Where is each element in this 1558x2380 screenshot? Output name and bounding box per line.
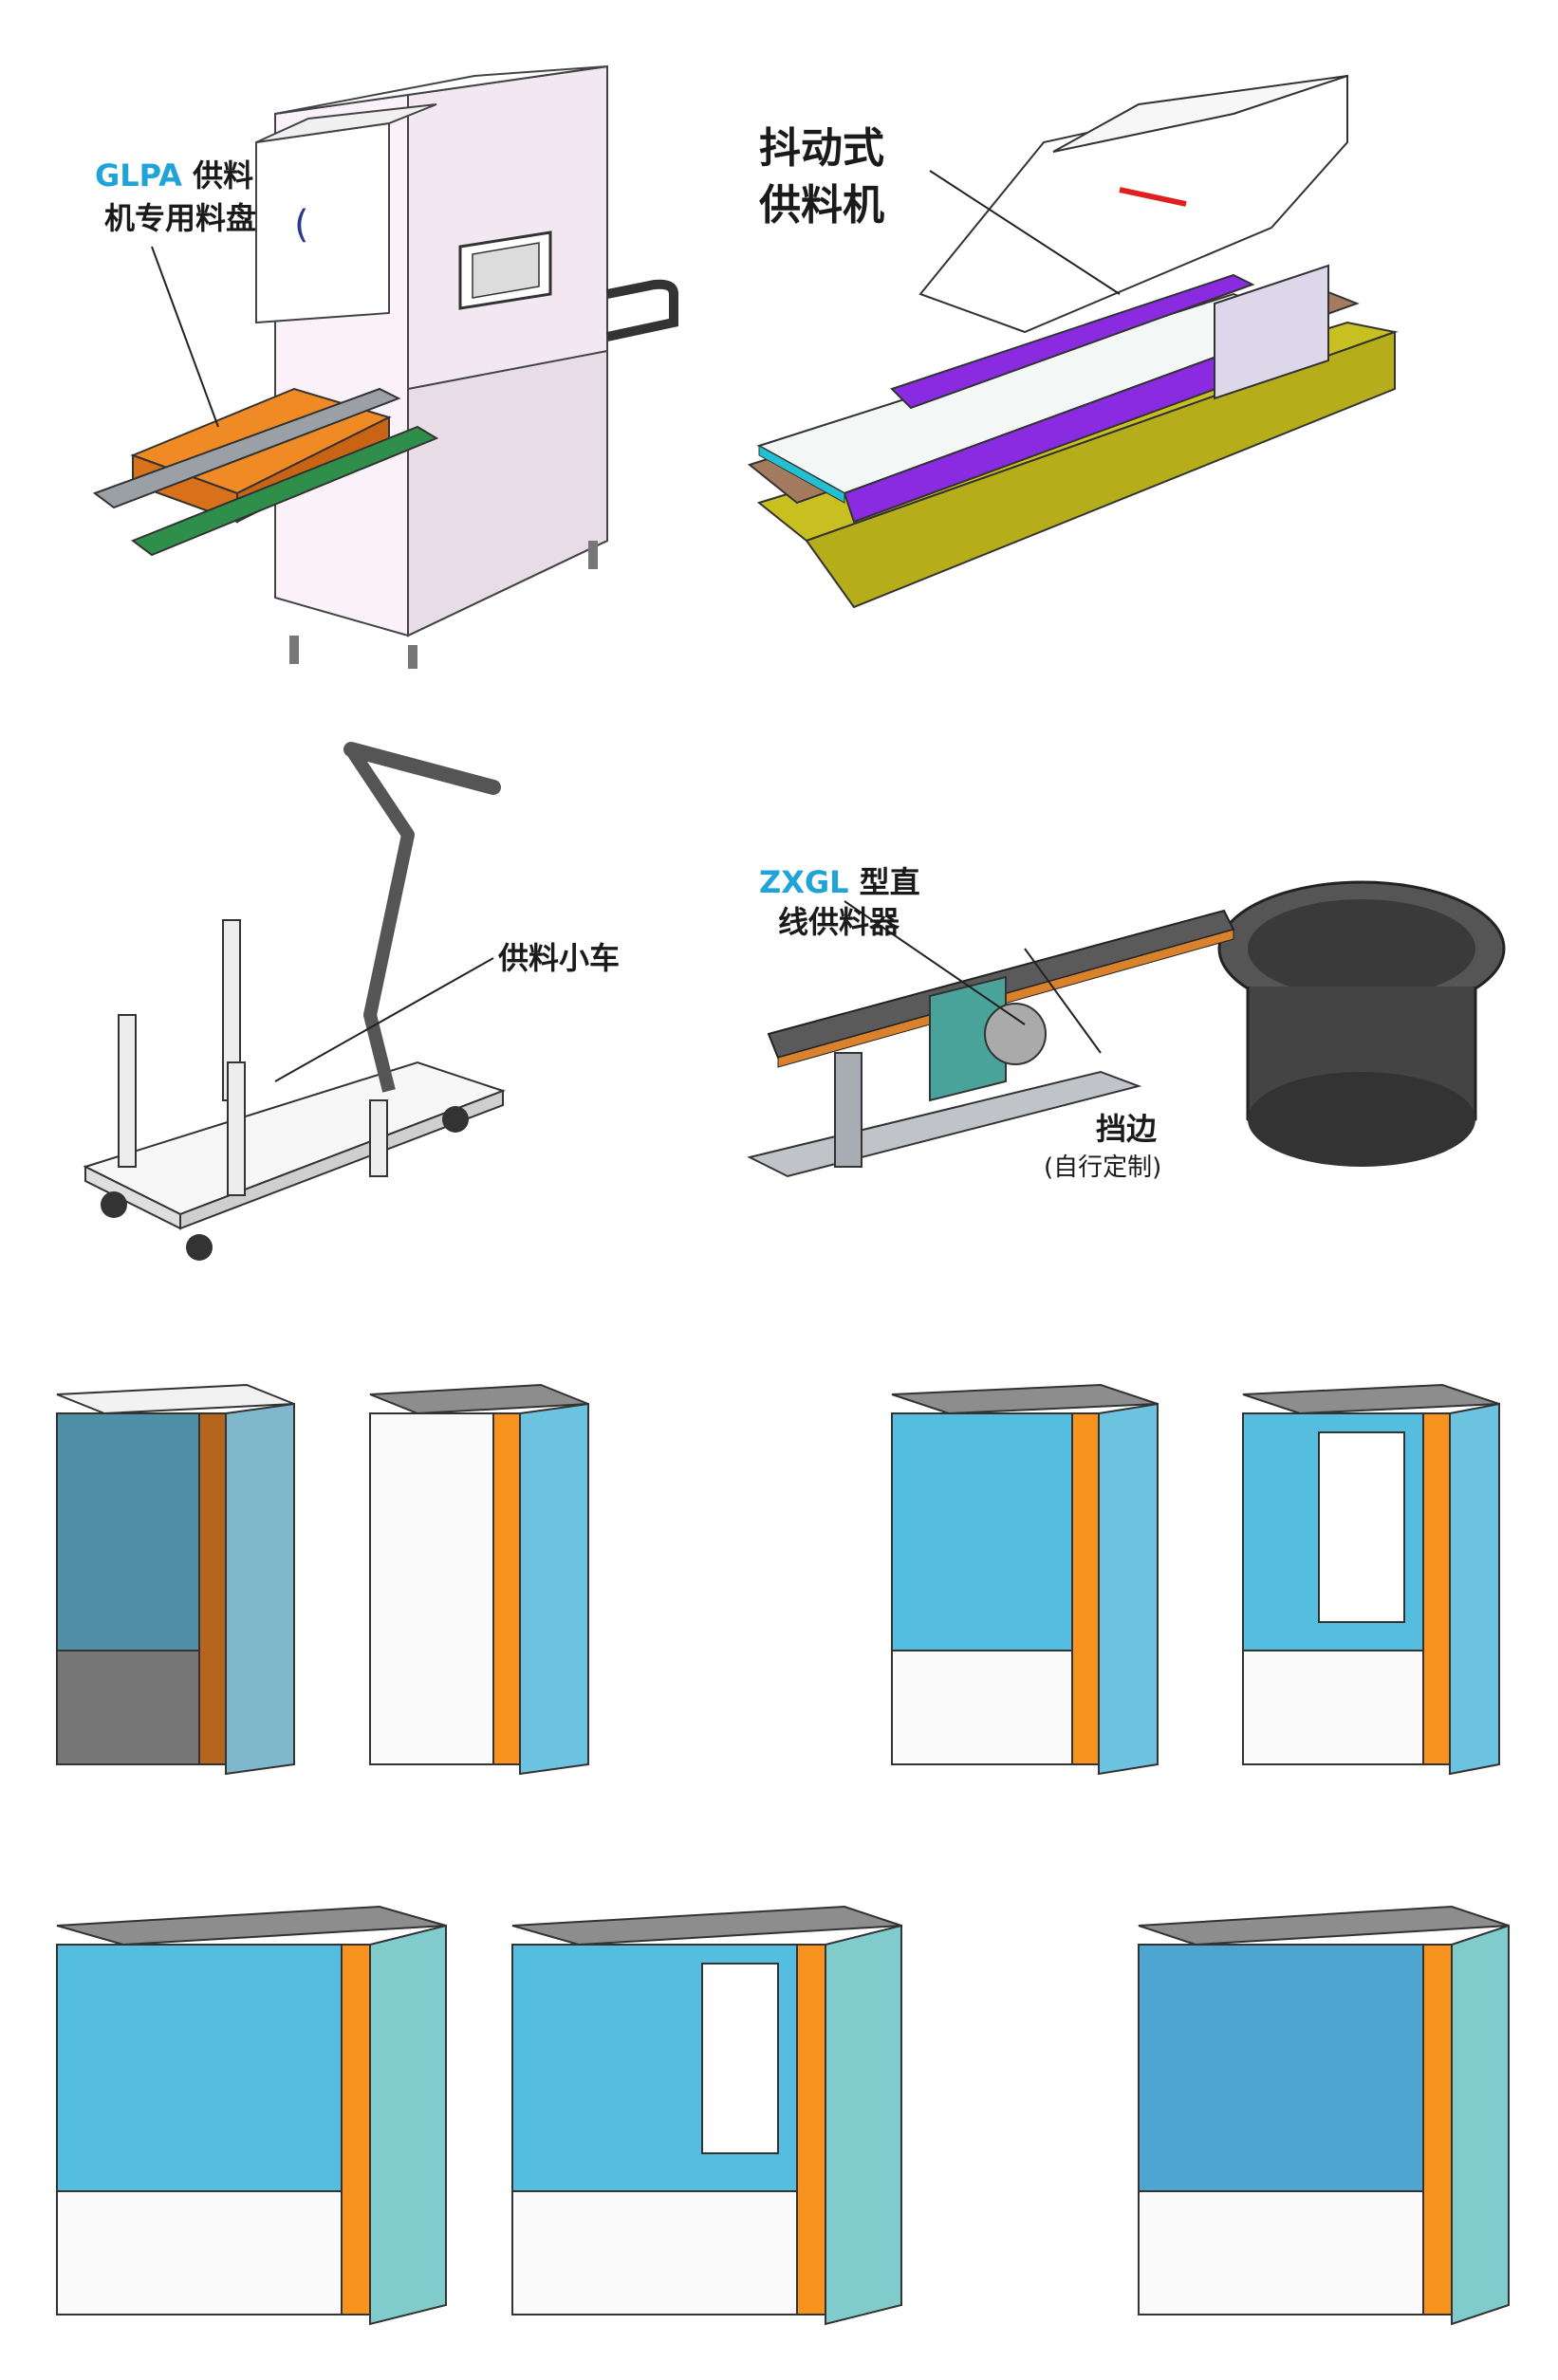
- cart-label: 供料小车: [498, 940, 621, 976]
- zxgl-label-line2: 线供料器: [778, 904, 900, 940]
- vibratory-label-line2: 供料机: [759, 181, 884, 230]
- feed-cart: 供料小车: [66, 730, 655, 1300]
- linear-feeder-icon: [747, 880, 1506, 1178]
- cabinets-row-1: [47, 1366, 1528, 1840]
- guard-label-line1: 挡边: [1096, 1111, 1158, 1147]
- vibratory-feeder-icon: [747, 74, 1399, 609]
- svg-text:(: (: [294, 203, 309, 247]
- zxgl-line1-text: 型直: [848, 864, 920, 900]
- cabinets-row-2: [47, 1888, 1528, 2362]
- zxgl-linear-feeder: ZXGL 型直 线供料器 挡边 (自行定制): [740, 844, 1518, 1281]
- vibratory-label-line1: 抖动式: [759, 124, 884, 173]
- vibratory-feeder: 抖动式 供料机: [740, 47, 1423, 655]
- zxgl-accent: ZXGL: [759, 864, 849, 900]
- cabinet-icon: [56, 1383, 1500, 1776]
- guard-label-line2: (自行定制): [1044, 1153, 1162, 1182]
- cabinet-icon: [56, 1905, 1510, 2326]
- glpa-feeder-machine: ( GLPA 供料 机专用料盘: [76, 9, 693, 673]
- feed-cart-icon: [83, 742, 506, 1261]
- glpa-line1-text: 供料: [181, 157, 254, 194]
- glpa-accent: GLPA: [95, 157, 182, 194]
- feeder-machine-icon: (: [92, 65, 678, 669]
- glpa-label-line1: GLPA 供料: [95, 157, 253, 194]
- glpa-label-line2: 机专用料盘: [104, 200, 257, 236]
- zxgl-label-line1: ZXGL 型直: [759, 863, 920, 901]
